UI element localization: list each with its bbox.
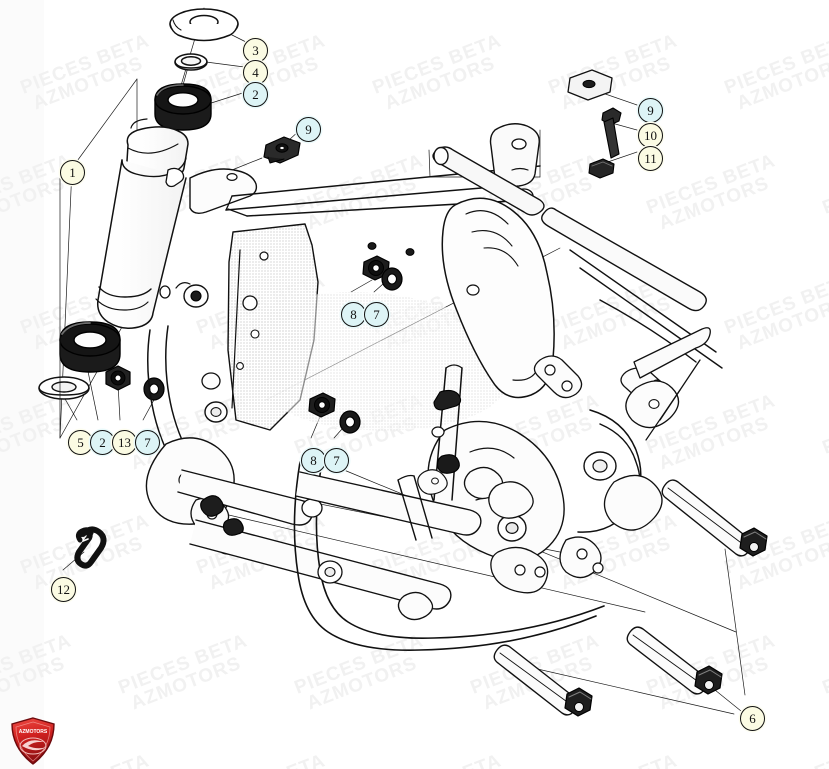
callout-2b[interactable]: 2 — [90, 430, 115, 455]
logo-text: AZMOTORS — [19, 729, 48, 735]
azmotors-shield-logo[interactable]: AZMOTORS — [8, 716, 58, 766]
callout-label: 1 — [69, 164, 76, 180]
callout-label: 7 — [333, 452, 340, 468]
callout-label: 4 — [252, 64, 259, 80]
callout-label: 8 — [310, 452, 317, 468]
callout-7b[interactable]: 7 — [324, 448, 349, 473]
callout-9b[interactable]: 9 — [638, 98, 663, 123]
callout-label: 8 — [350, 306, 357, 322]
callout-9a[interactable]: 9 — [296, 117, 321, 142]
callout-label: 2 — [252, 86, 259, 102]
callout-7c[interactable]: 7 — [135, 430, 160, 455]
callout-8b[interactable]: 8 — [301, 448, 326, 473]
paper-edge-tint — [0, 0, 44, 769]
callout-7a[interactable]: 7 — [364, 302, 389, 327]
callout-12[interactable]: 12 — [51, 577, 76, 602]
callout-6[interactable]: 6 — [740, 706, 765, 731]
callout-4[interactable]: 4 — [243, 60, 268, 85]
callout-label: 9 — [647, 102, 654, 118]
callout-label: 11 — [644, 150, 657, 166]
callout-label: 5 — [77, 434, 84, 450]
callout-label: 6 — [749, 710, 756, 726]
callout-2a[interactable]: 2 — [243, 82, 268, 107]
callout-label: 7 — [144, 434, 151, 450]
callout-label: 2 — [99, 434, 106, 450]
callout-label: 9 — [305, 121, 312, 137]
callout-label: 12 — [57, 581, 70, 597]
callout-11[interactable]: 11 — [638, 146, 663, 171]
callout-10[interactable]: 10 — [638, 123, 663, 148]
callout-label: 13 — [118, 434, 131, 450]
callout-label: 10 — [644, 127, 657, 143]
callout-5[interactable]: 5 — [68, 430, 93, 455]
callout-1[interactable]: 1 — [60, 160, 85, 185]
callout-13[interactable]: 13 — [112, 430, 137, 455]
callout-label: 3 — [252, 42, 259, 58]
callout-8a[interactable]: 8 — [341, 302, 366, 327]
callout-label: 7 — [373, 306, 380, 322]
